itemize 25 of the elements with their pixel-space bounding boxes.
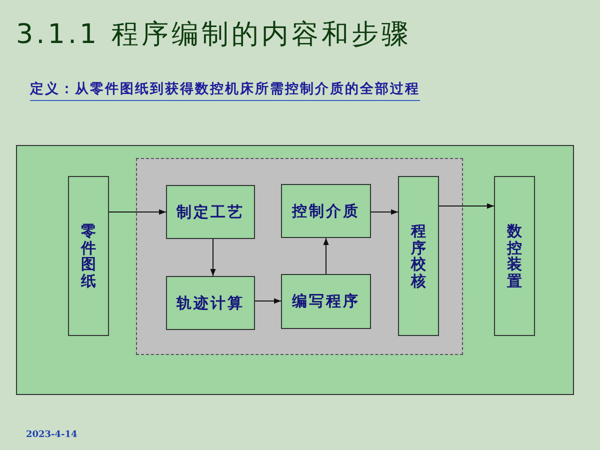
panel-background: [16, 145, 574, 395]
node-label: 轨迹计算: [176, 294, 244, 312]
arrow: [254, 298, 282, 304]
vertical-process-box: [68, 176, 109, 336]
arrow: [108, 209, 166, 215]
arrow: [323, 238, 329, 274]
node-label: 零件图纸: [81, 223, 96, 289]
dashed-group-box: [136, 158, 463, 355]
vertical-process-box: [494, 176, 535, 336]
slide-title: 3.1.1 程序编制的内容和步骤: [16, 18, 412, 52]
process-box: [166, 276, 255, 330]
date-text: 2023-4-14: [26, 430, 78, 440]
node-label: 编写程序: [292, 292, 360, 311]
node-label: 控制介质: [292, 202, 360, 220]
process-box: [281, 274, 371, 329]
arrow: [370, 209, 398, 215]
arrow: [210, 238, 216, 276]
process-box: [166, 185, 255, 239]
node-label: 程序校核: [411, 223, 426, 289]
vertical-process-box: [398, 176, 439, 336]
arrow: [438, 203, 494, 209]
process-box: [281, 184, 371, 238]
definition-text: 定义：从零件图纸到获得数控机床所需控制介质的全部过程: [30, 80, 420, 101]
node-label: 数控装置: [507, 223, 522, 289]
node-label: 制定工艺: [176, 202, 244, 222]
